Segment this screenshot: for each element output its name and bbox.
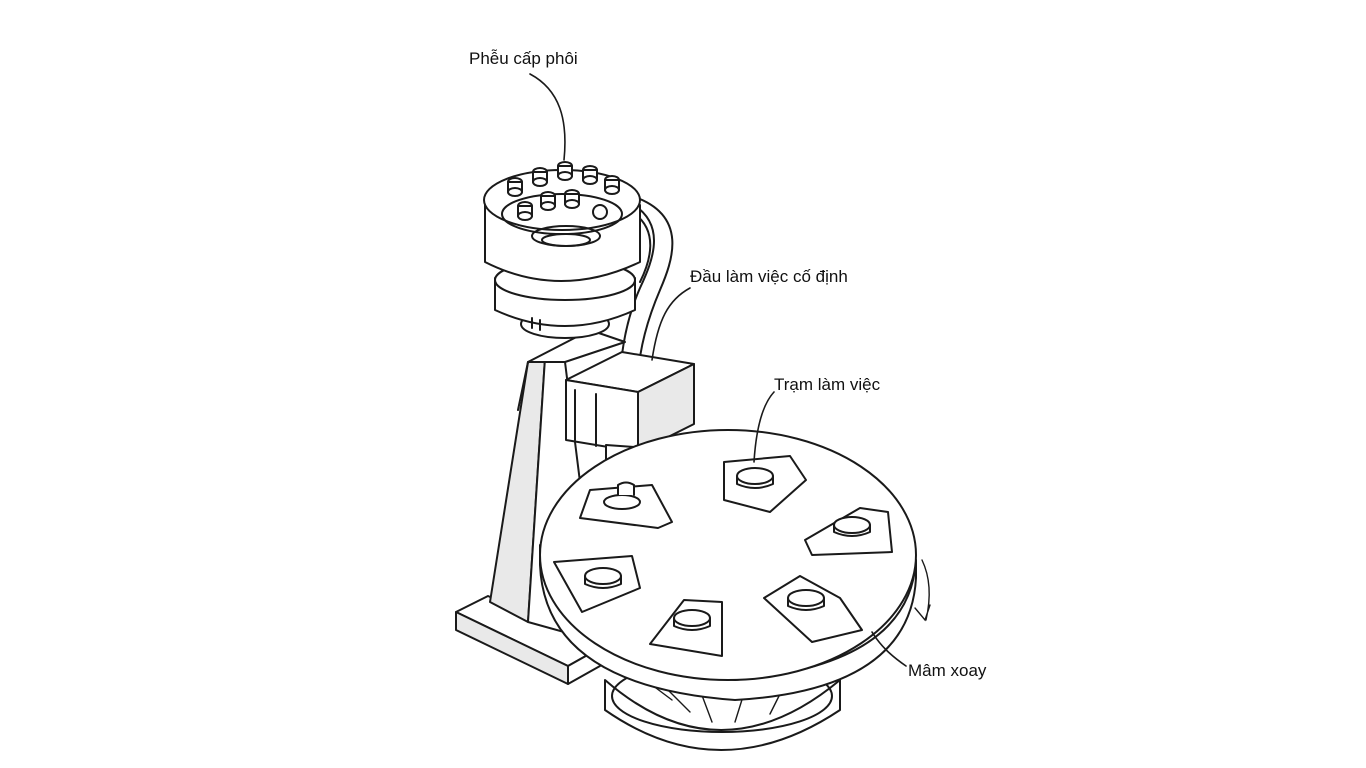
hopper-parts [507,161,620,221]
feeder-hopper [483,169,641,339]
label-fixed-working-head: Đầu làm việc cố định [690,267,848,286]
label-turntable: Mâm xoay [908,661,987,680]
workstation-fixture [649,599,723,657]
leader-turntable [871,631,907,667]
label-workstation: Trạm làm việc [774,375,881,394]
workstation-fixture [804,507,893,556]
workstation-fixture [763,575,863,643]
workstation-fixture [579,481,673,529]
leader-hopper [529,73,566,161]
leader-lines [529,73,907,667]
turntable-base [604,659,841,751]
workstation-fixture [723,455,807,513]
leader-workstation [753,391,775,463]
label-hopper: Phễu cấp phôi [469,49,578,68]
workstations [553,455,893,657]
workstation-fixture [553,555,641,613]
leader-fixed-head [651,287,691,361]
